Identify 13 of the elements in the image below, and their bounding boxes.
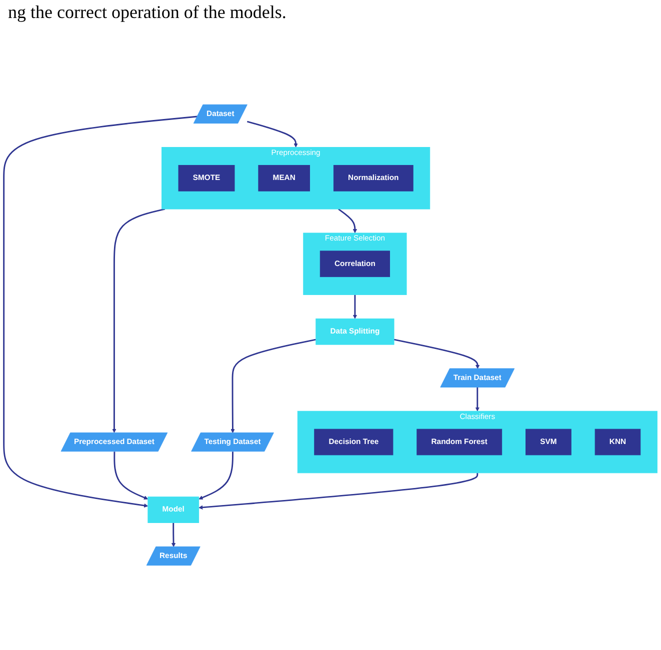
arrow <box>475 387 480 412</box>
arrow <box>114 452 148 500</box>
arrow <box>198 472 478 510</box>
arrow <box>171 522 176 548</box>
arrow <box>112 208 166 433</box>
arrow <box>352 294 358 319</box>
arrow <box>230 338 316 434</box>
arrow <box>246 120 298 148</box>
arrow <box>394 338 480 369</box>
arrow <box>3 116 198 508</box>
arrow <box>338 208 358 234</box>
note-text: ng the correct operation of the models. <box>8 2 288 23</box>
arrow <box>198 452 234 500</box>
